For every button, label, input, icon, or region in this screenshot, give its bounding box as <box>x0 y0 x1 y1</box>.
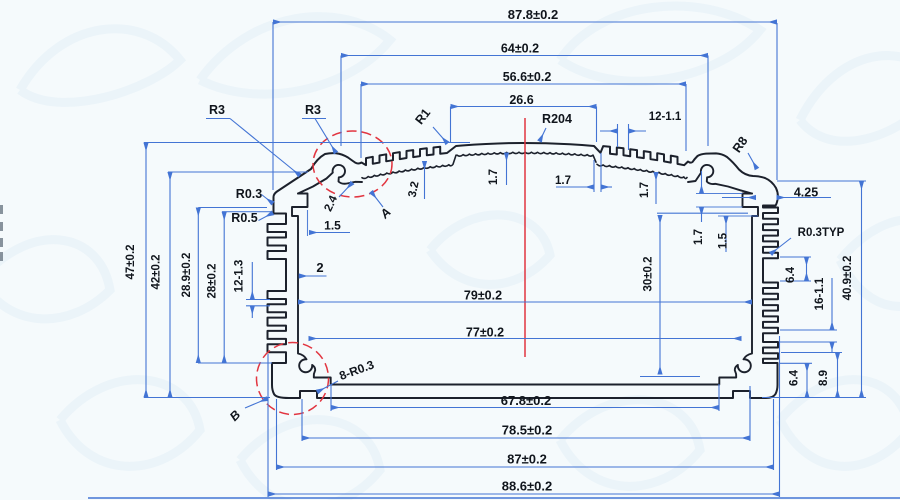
svg-text:42±0.2: 42±0.2 <box>151 254 163 289</box>
svg-text:28.9±0.2: 28.9±0.2 <box>181 253 193 298</box>
svg-text:16-1.1: 16-1.1 <box>814 277 826 310</box>
svg-text:1.7: 1.7 <box>639 182 651 198</box>
svg-text:12-1.1: 12-1.1 <box>649 111 682 123</box>
svg-text:64±0.2: 64±0.2 <box>501 42 539 56</box>
svg-text:R0.5: R0.5 <box>231 211 257 225</box>
svg-text:30±0.2: 30±0.2 <box>643 256 655 291</box>
svg-text:8.9: 8.9 <box>818 370 830 386</box>
svg-text:47±0.2: 47±0.2 <box>125 244 137 279</box>
svg-text:1.7: 1.7 <box>488 169 500 185</box>
svg-text:26.6: 26.6 <box>509 93 533 107</box>
svg-text:6.4: 6.4 <box>789 369 801 386</box>
svg-text:3.2: 3.2 <box>407 180 422 198</box>
svg-text:88.6±0.2: 88.6±0.2 <box>502 479 553 494</box>
svg-text:12-1.3: 12-1.3 <box>234 260 246 293</box>
svg-text:R204: R204 <box>542 112 572 126</box>
svg-text:2: 2 <box>316 260 323 275</box>
svg-text:1.5: 1.5 <box>718 232 730 249</box>
svg-text:1.5: 1.5 <box>324 219 341 233</box>
svg-text:R0.3: R0.3 <box>236 187 262 201</box>
svg-text:R0.3TYP: R0.3TYP <box>798 227 845 239</box>
svg-text:79±0.2: 79±0.2 <box>464 289 502 303</box>
svg-text:87.8±0.2: 87.8±0.2 <box>508 7 559 22</box>
svg-text:77±0.2: 77±0.2 <box>466 326 504 340</box>
svg-text:87±0.2: 87±0.2 <box>507 452 547 467</box>
svg-text:40.9±0.2: 40.9±0.2 <box>842 256 854 301</box>
svg-text:78.5±0.2: 78.5±0.2 <box>502 423 553 438</box>
svg-text:6.4: 6.4 <box>785 266 797 283</box>
svg-text:67.8±0.2: 67.8±0.2 <box>501 393 552 408</box>
svg-text:1.7: 1.7 <box>693 229 705 245</box>
svg-text:56.6±0.2: 56.6±0.2 <box>503 70 552 84</box>
svg-text:28±0.2: 28±0.2 <box>207 263 219 298</box>
svg-text:1.7: 1.7 <box>555 175 571 187</box>
svg-text:R3: R3 <box>209 103 225 117</box>
svg-text:R3: R3 <box>305 103 321 117</box>
svg-text:4.25: 4.25 <box>794 186 818 200</box>
